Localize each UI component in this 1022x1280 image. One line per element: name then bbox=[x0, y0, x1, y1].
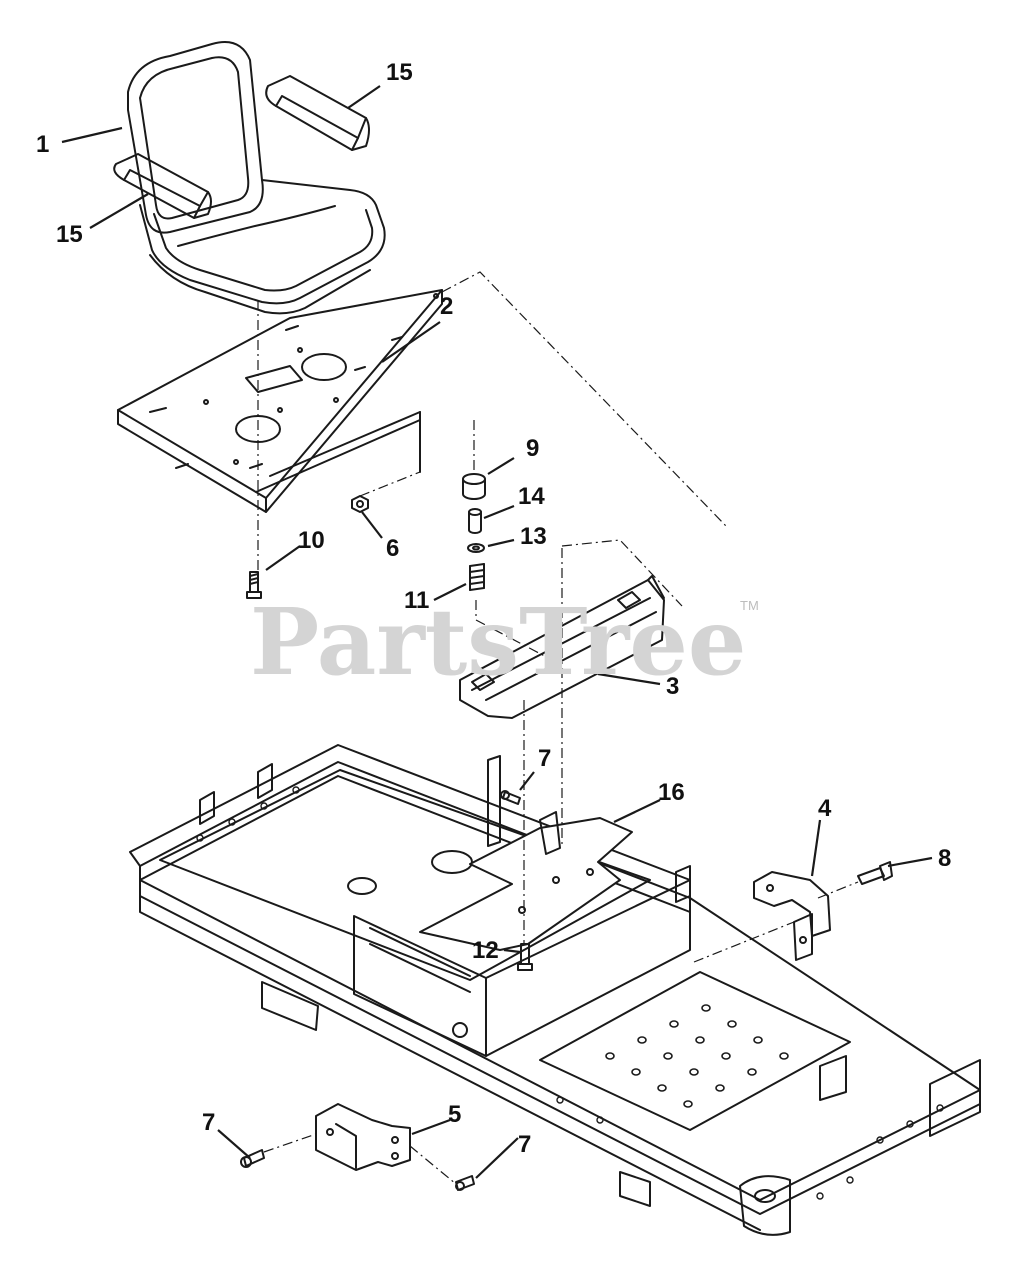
bolt-8-part bbox=[857, 861, 893, 885]
leader-lines bbox=[61, 85, 933, 1179]
bolt-7-top-part bbox=[500, 790, 521, 805]
callout-14: 14 bbox=[518, 483, 545, 510]
callouts: 15 1 15 2 9 14 13 10 6 11 3 7 16 4 8 12 … bbox=[36, 59, 951, 1158]
callout-1: 1 bbox=[36, 131, 49, 158]
callout-5: 5 bbox=[448, 1101, 461, 1128]
bushing-part bbox=[468, 508, 482, 534]
callout-4: 4 bbox=[818, 795, 832, 822]
seat-pan-part bbox=[117, 289, 443, 513]
armrest-right-part bbox=[265, 75, 370, 151]
assembly-lines bbox=[257, 271, 859, 1185]
armrest-left-part bbox=[113, 153, 212, 219]
callout-2: 2 bbox=[440, 293, 453, 320]
callout-7-left: 7 bbox=[202, 1109, 215, 1136]
bolt-10-part bbox=[246, 571, 262, 599]
callout-15-right: 15 bbox=[386, 59, 413, 86]
callout-6: 6 bbox=[386, 535, 399, 562]
watermark-trademark: TM bbox=[740, 598, 759, 613]
bolt-7-left-part bbox=[240, 1149, 265, 1168]
seat-rail-bracket-part bbox=[459, 575, 665, 719]
callout-8: 8 bbox=[938, 845, 951, 872]
bolt-7-right-part bbox=[455, 1175, 475, 1191]
callout-9: 9 bbox=[526, 435, 539, 462]
bracket-5-part bbox=[315, 1103, 411, 1171]
callout-7-right: 7 bbox=[518, 1131, 531, 1158]
callout-16: 16 bbox=[658, 779, 685, 806]
main-frame-part bbox=[129, 744, 981, 1236]
callout-10: 10 bbox=[298, 527, 325, 554]
callout-12: 12 bbox=[472, 937, 499, 964]
callout-11: 11 bbox=[404, 587, 429, 614]
nut-part bbox=[351, 495, 369, 513]
watermark: PartsTree TM bbox=[250, 588, 759, 696]
washer-part bbox=[467, 543, 485, 553]
spring-part bbox=[469, 563, 485, 591]
callout-13: 13 bbox=[520, 523, 547, 550]
callout-15-left: 15 bbox=[56, 221, 83, 248]
callout-7-top: 7 bbox=[538, 745, 551, 772]
watermark-text: PartsTree bbox=[250, 588, 746, 696]
callout-3: 3 bbox=[666, 673, 679, 700]
bracket-4-part bbox=[753, 871, 831, 961]
seat-part bbox=[127, 41, 386, 315]
bolt-12-part bbox=[517, 943, 533, 971]
spacer-part bbox=[462, 473, 486, 500]
mount-plate-part bbox=[419, 755, 633, 951]
